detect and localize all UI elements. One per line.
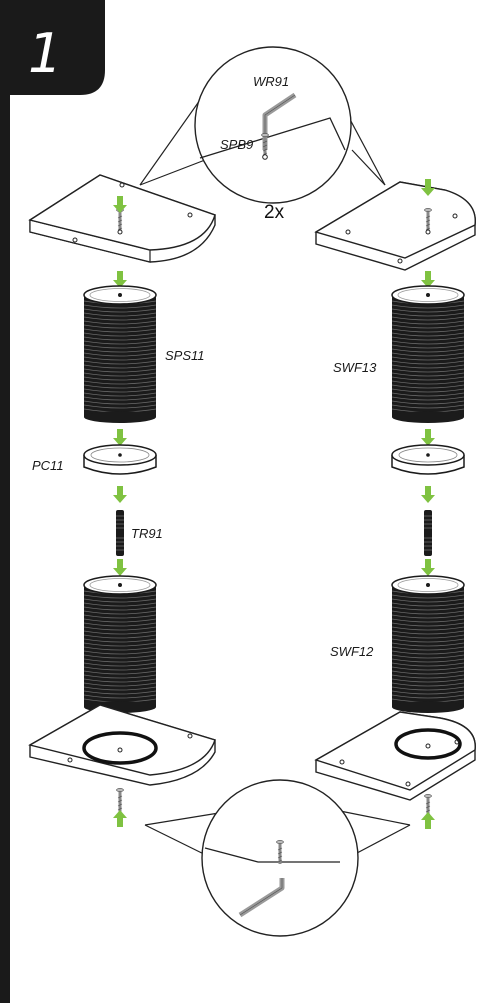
arrow-up-icon — [113, 810, 127, 827]
lower-stack-right — [391, 575, 465, 714]
top-plate-right — [314, 181, 476, 271]
label-upper-stack-right: SWF13 — [333, 360, 377, 375]
label-cap: PC11 — [32, 458, 64, 473]
label-rod: TR91 — [131, 526, 163, 541]
base-plate-left — [28, 704, 216, 814]
label-lower-stack-right: SWF12 — [330, 644, 374, 659]
step-tab: 1 — [0, 0, 105, 1003]
cap-right — [391, 444, 465, 475]
arrow-down-icon — [421, 486, 435, 503]
arrow-down-icon — [113, 429, 127, 446]
arrow-down-icon — [113, 559, 127, 576]
base-plate-right — [314, 711, 476, 820]
arrow-up-icon — [421, 812, 435, 829]
label-wrench: WR91 — [253, 74, 289, 89]
upper-stack-right — [391, 285, 465, 424]
cap-left — [83, 444, 157, 475]
rod-left — [115, 509, 125, 557]
arrow-down-icon — [421, 559, 435, 576]
label-bolt: SPB9 — [220, 137, 253, 152]
upper-stack-left — [83, 285, 157, 424]
arrow-down-icon — [421, 429, 435, 446]
top-detail-callout — [139, 46, 386, 204]
arrow-down-icon — [113, 486, 127, 503]
step-number: 1 — [28, 22, 62, 85]
rod-right — [423, 509, 433, 557]
quantity-label: 2x — [264, 202, 285, 223]
top-plate-left — [28, 174, 216, 263]
bottom-detail-callout — [144, 779, 411, 937]
lower-stack-left — [83, 575, 157, 714]
label-upper-stack-left: SPS11 — [165, 348, 205, 363]
